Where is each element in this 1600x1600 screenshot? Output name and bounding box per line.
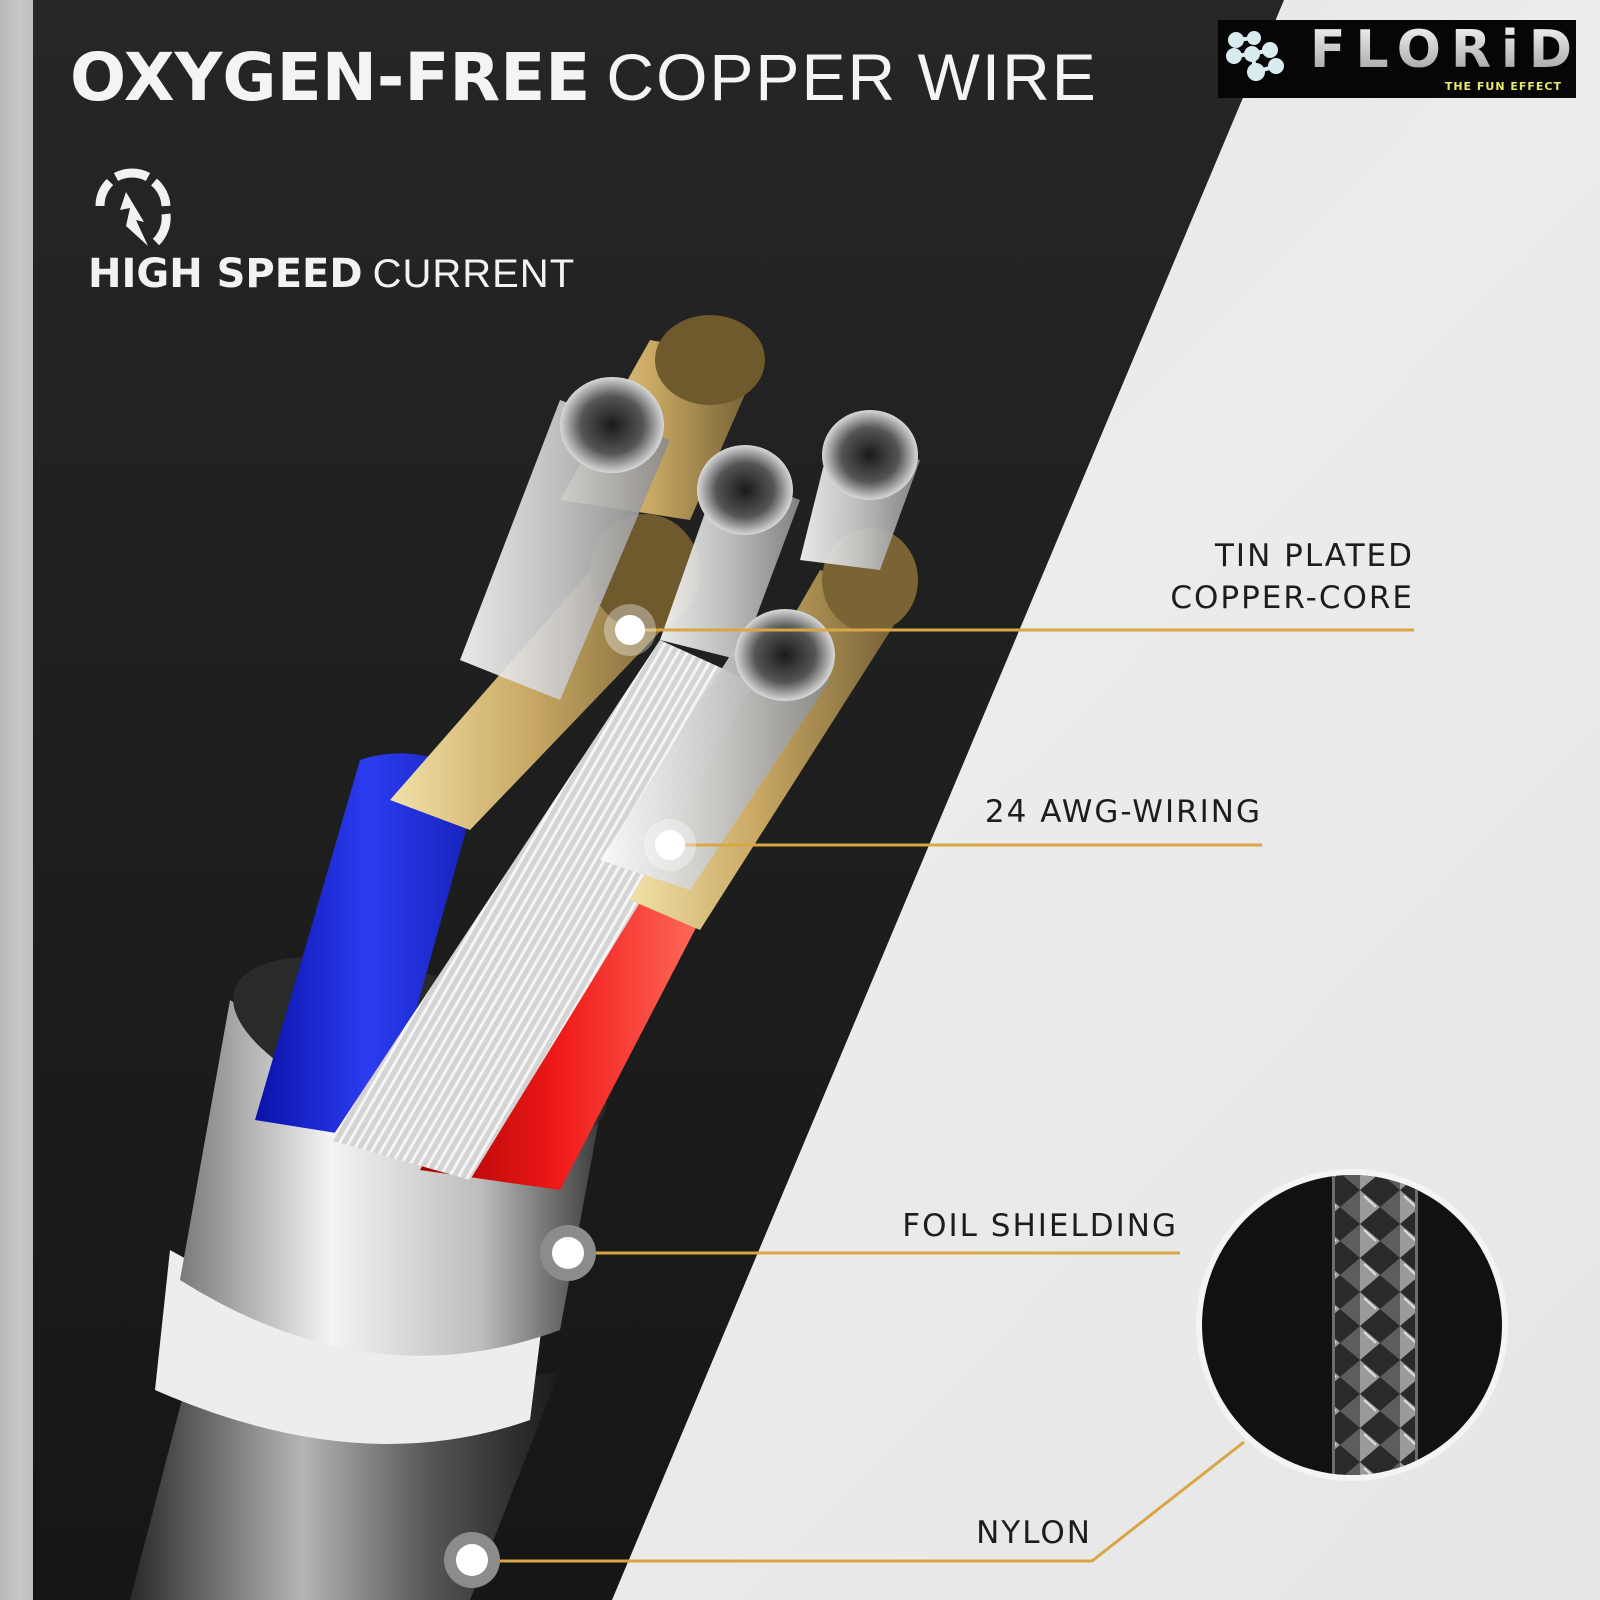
silver-wire-1 xyxy=(460,400,670,700)
callout-foil-shielding: FOIL SHIELDING xyxy=(902,1206,1178,1248)
callout-line: 24 AWG-WIRING xyxy=(984,794,1262,830)
molecule-dots-icon xyxy=(1226,31,1284,81)
marker-nylon[interactable] xyxy=(444,1532,500,1588)
speedometer-lightning-icon xyxy=(95,168,171,246)
logo-wordmark: FLORiD xyxy=(1310,20,1583,80)
left-border-strip xyxy=(0,0,33,1600)
logo-tagline: THE FUN EFFECT xyxy=(1444,80,1562,93)
silver-wire-3-end xyxy=(822,410,918,500)
headline-bold: OXYGEN-FREE xyxy=(70,39,591,116)
callout-tin-plated-copper-core: TIN PLATED COPPER-CORE xyxy=(1170,536,1414,620)
marker-tin-plated[interactable] xyxy=(604,604,656,656)
silver-wire-1-end xyxy=(560,377,664,473)
marker-foil[interactable] xyxy=(540,1225,596,1281)
blue-wire xyxy=(255,753,480,1140)
braided-cable xyxy=(1335,1175,1415,1475)
nylon-braid-detail xyxy=(1196,1169,1508,1481)
marker-awg[interactable] xyxy=(644,819,696,871)
headline-light: COPPER WIRE xyxy=(606,40,1098,114)
callout-line: NYLON xyxy=(976,1515,1092,1551)
silver-wire-4-end xyxy=(735,609,835,701)
callout-line: FOIL SHIELDING xyxy=(902,1208,1178,1244)
silver-wire-4 xyxy=(600,640,830,890)
feature-light: CURRENT xyxy=(372,252,576,296)
copper-core-3-end xyxy=(655,315,765,405)
silver-wire-2-end xyxy=(697,445,793,535)
brand-logo: FLORiD THE FUN EFFECT xyxy=(1218,20,1576,98)
feature-bold: HIGH SPEED xyxy=(88,251,363,297)
callout-line: TIN PLATED xyxy=(1215,538,1414,574)
callout-nylon: NYLON xyxy=(976,1513,1092,1555)
callout-24-awg-wiring: 24 AWG-WIRING xyxy=(985,792,1262,834)
callout-line: COPPER-CORE xyxy=(1170,579,1414,616)
